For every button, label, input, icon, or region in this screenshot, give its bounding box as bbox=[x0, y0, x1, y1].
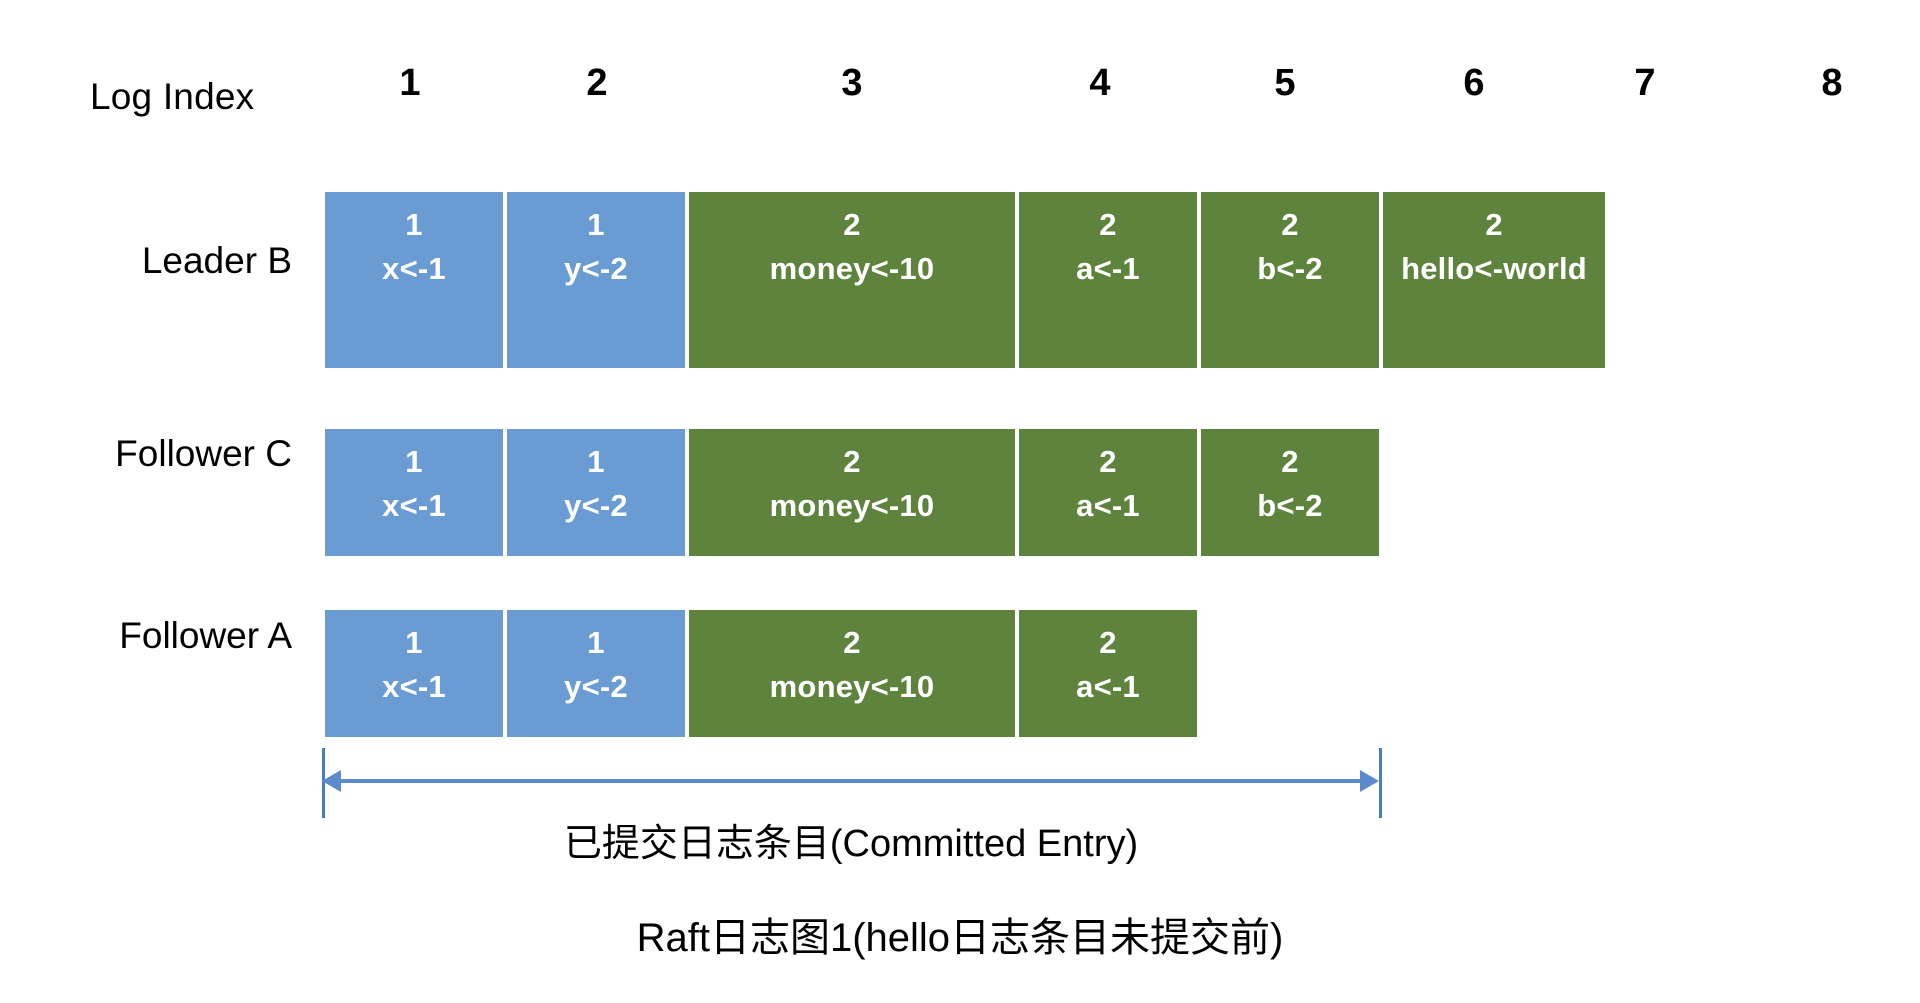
log-index-label: Log Index bbox=[90, 76, 255, 117]
entry-command: y<-2 bbox=[564, 487, 628, 523]
entry-command: x<-1 bbox=[382, 668, 446, 704]
arrow-head-right-icon bbox=[1360, 770, 1379, 792]
log-index-3: 3 bbox=[841, 62, 863, 104]
entry-command: b<-2 bbox=[1257, 487, 1323, 523]
entry-command: money<-10 bbox=[769, 250, 935, 286]
entry-term: 2 bbox=[1099, 207, 1117, 242]
entry-command: y<-2 bbox=[564, 668, 628, 704]
entry-term: 2 bbox=[1281, 207, 1299, 242]
log-entry-follower-c-4[interactable]: 2 a<-1 bbox=[1017, 427, 1199, 558]
entry-term: 2 bbox=[1099, 625, 1117, 660]
log-entry-leader-b-6[interactable]: 2 hello<-world bbox=[1381, 190, 1607, 370]
entry-term: 2 bbox=[843, 625, 861, 660]
entry-term: 2 bbox=[1485, 207, 1503, 242]
log-index-4: 4 bbox=[1089, 62, 1111, 104]
entry-term: 1 bbox=[405, 444, 423, 479]
log-index-5: 5 bbox=[1274, 62, 1296, 104]
log-index-8: 8 bbox=[1821, 62, 1843, 104]
entry-command: y<-2 bbox=[564, 250, 628, 286]
entry-command: a<-1 bbox=[1076, 668, 1140, 704]
log-entry-follower-a-4[interactable]: 2 a<-1 bbox=[1017, 608, 1199, 739]
log-entry-leader-b-5[interactable]: 2 b<-2 bbox=[1199, 190, 1381, 370]
log-entry-follower-c-2[interactable]: 1 y<-2 bbox=[505, 427, 687, 558]
log-entry-follower-c-5[interactable]: 2 b<-2 bbox=[1199, 427, 1381, 558]
entry-command: a<-1 bbox=[1076, 487, 1140, 523]
log-entry-leader-b-3[interactable]: 2 money<-10 bbox=[687, 190, 1017, 370]
log-entry-follower-a-2[interactable]: 1 y<-2 bbox=[505, 608, 687, 739]
entry-command: money<-10 bbox=[769, 487, 935, 523]
committed-entry-caption: 已提交日志条目(Committed Entry) bbox=[563, 823, 1139, 865]
entry-command: x<-1 bbox=[382, 250, 446, 286]
entry-term: 1 bbox=[405, 207, 423, 242]
figure-caption: Raft日志图1(hello日志条目未提交前) bbox=[636, 916, 1284, 960]
entry-command: b<-2 bbox=[1257, 250, 1323, 286]
entry-term: 2 bbox=[1281, 444, 1299, 479]
log-entry-follower-c-3[interactable]: 2 money<-10 bbox=[687, 427, 1017, 558]
entry-command: hello<-world bbox=[1401, 250, 1587, 286]
entry-command: a<-1 bbox=[1076, 250, 1140, 286]
entry-term: 2 bbox=[1099, 444, 1117, 479]
entry-term: 2 bbox=[843, 207, 861, 242]
log-entry-follower-a-3[interactable]: 2 money<-10 bbox=[687, 608, 1017, 739]
log-index-6: 6 bbox=[1463, 62, 1485, 104]
log-entry-leader-b-2[interactable]: 1 y<-2 bbox=[505, 190, 687, 370]
log-index-2: 2 bbox=[586, 62, 608, 104]
row-label-leader-b: Leader B bbox=[141, 240, 292, 281]
arrow-head-left-icon bbox=[322, 770, 341, 792]
entry-command: x<-1 bbox=[382, 487, 446, 523]
entry-term: 1 bbox=[587, 207, 605, 242]
arrow-tick-right bbox=[1379, 748, 1382, 818]
log-entry-leader-b-1[interactable]: 1 x<-1 bbox=[323, 190, 505, 370]
log-index-1: 1 bbox=[399, 62, 421, 104]
entry-term: 1 bbox=[587, 444, 605, 479]
entry-term: 1 bbox=[405, 625, 423, 660]
log-index-7: 7 bbox=[1634, 62, 1656, 104]
log-entry-follower-c-1[interactable]: 1 x<-1 bbox=[323, 427, 505, 558]
entry-term: 2 bbox=[843, 444, 861, 479]
row-label-follower-a: Follower A bbox=[119, 615, 292, 656]
row-label-follower-c: Follower C bbox=[115, 433, 292, 474]
log-entry-follower-a-1[interactable]: 1 x<-1 bbox=[323, 608, 505, 739]
entry-term: 1 bbox=[587, 625, 605, 660]
arrow-line bbox=[336, 779, 1368, 783]
log-entry-leader-b-4[interactable]: 2 a<-1 bbox=[1017, 190, 1199, 370]
entry-command: money<-10 bbox=[769, 668, 935, 704]
